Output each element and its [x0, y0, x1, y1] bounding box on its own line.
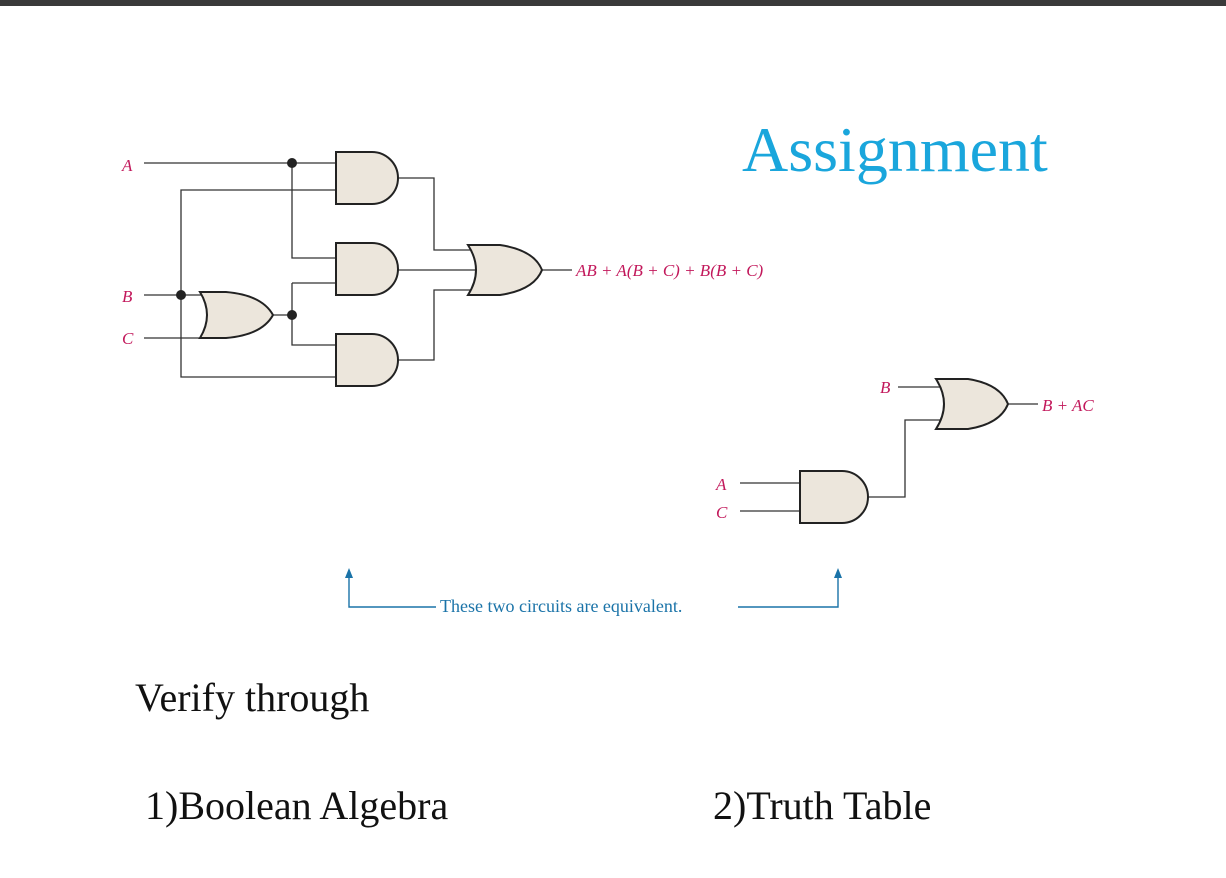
input-label-c: C — [122, 329, 134, 348]
input-label-a: A — [715, 475, 727, 494]
junction-dot — [176, 290, 186, 300]
or-gate — [466, 244, 544, 296]
arrow-up-icon — [834, 568, 842, 578]
and-gate — [335, 333, 399, 387]
or-gate — [198, 291, 275, 339]
arrow-up-icon — [345, 568, 353, 578]
input-label-b: B — [880, 378, 891, 397]
junction-dot — [287, 158, 297, 168]
verify-heading: Verify through — [135, 675, 370, 720]
equivalence-annotation: These two circuits are equivalent. — [345, 568, 842, 616]
circuit-2: B A C B + AC — [715, 378, 1094, 524]
and-gate — [799, 470, 869, 524]
output-expression: B + AC — [1042, 396, 1094, 415]
circuit-1-wires — [144, 162, 572, 378]
input-label-b: B — [122, 287, 133, 306]
method-boolean-algebra: 1)Boolean Algebra — [145, 783, 449, 828]
circuit-2-wires — [740, 386, 1038, 512]
circuit-1: A B C — [121, 151, 764, 387]
input-label-c: C — [716, 503, 728, 522]
junction-dot — [287, 310, 297, 320]
equivalence-note: These two circuits are equivalent. — [440, 596, 682, 616]
and-gate — [335, 151, 399, 205]
slide-title: Assignment — [742, 114, 1048, 185]
method-truth-table: 2)Truth Table — [713, 783, 932, 828]
or-gate — [934, 378, 1010, 430]
output-expression: AB + A(B + C) + B(B + C) — [575, 261, 764, 280]
and-gate — [335, 242, 399, 296]
input-label-a: A — [121, 156, 133, 175]
window-top-border — [0, 0, 1226, 6]
